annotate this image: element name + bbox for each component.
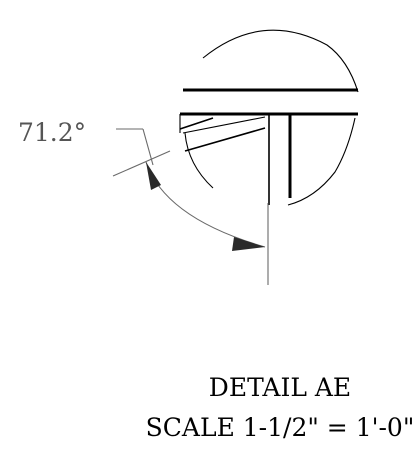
angle-leader-tail bbox=[142, 128, 154, 166]
angled-extension-line bbox=[112, 150, 171, 177]
detail-scale: SCALE 1-1/2" = 1'-0" bbox=[146, 413, 415, 442]
detail-circle-top-arc bbox=[202, 29, 359, 93]
detail-circle-right-arc bbox=[287, 117, 356, 206]
angled-member-top bbox=[179, 117, 214, 130]
angle-label: 71.2° bbox=[18, 118, 86, 147]
angle-dimension-arc bbox=[145, 161, 266, 248]
angle-arrowhead-left bbox=[146, 162, 161, 190]
angled-member-middle bbox=[182, 116, 266, 134]
detail-circle-left-arc bbox=[184, 132, 214, 189]
detail-title: DETAIL AE bbox=[209, 373, 351, 402]
angle-arrowhead-bottom bbox=[232, 237, 265, 251]
angled-member-bottom bbox=[184, 127, 266, 152]
